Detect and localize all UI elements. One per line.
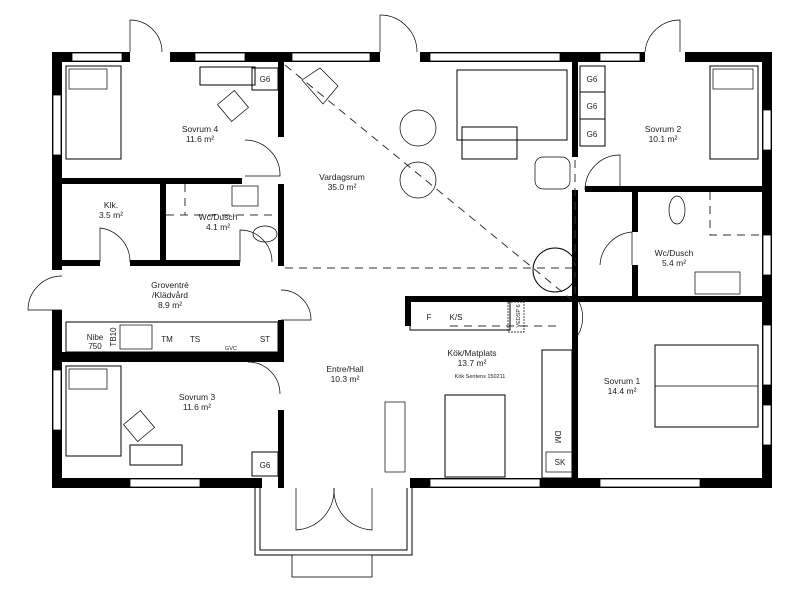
room-labels: Sovrum 4 11.6 m² Vardagsrum 35.0 m² Sovr… [99,124,694,412]
fixture-ts: TS [190,335,200,344]
room-area: 11.6 m² [183,402,211,412]
fixture-g6: G6 [587,130,598,139]
furniture [65,65,759,479]
room-area: 13.7 m² [458,358,487,368]
fixture-ks: K/S [450,313,463,322]
kitchen-note: Kök Sentens 150211 [455,374,506,380]
fixture-nibe-model: 750 [88,342,102,351]
zone-lines [166,64,762,327]
room-name: Klk. [104,200,118,210]
room-name: Wc/Dusch [199,212,238,222]
exterior-walls [52,52,772,488]
room-name: Sovrum 1 [604,376,641,386]
room-name: Kök/Matplats [447,348,496,358]
room-name: Sovrum 3 [179,392,216,402]
fixture-nibe: Nibe [87,333,104,342]
bay-window [254,488,413,578]
doors [27,14,681,531]
fixture-st: ST [260,335,270,344]
fixture-tm: TM [161,335,173,344]
fixture-gvc: GVC [225,346,237,352]
windows [52,52,772,488]
fixture-f: F [427,313,432,322]
room-area: 35.0 m² [328,182,357,192]
fixture-dm: DM [553,431,562,444]
room-name: Sovrum 2 [645,124,682,134]
room-area: 8.9 m² [158,300,182,310]
room-area: 10.1 m² [649,134,678,144]
room-name: Entre/Hall [326,364,363,374]
room-name-line2: /Klädvård [152,290,188,300]
fixture-g6: G6 [587,75,598,84]
room-area: 4.1 m² [206,222,230,232]
room-name: Sovrum 4 [182,124,219,134]
room-name: Wc/Dusch [655,248,694,258]
room-name: Vardagsrum [319,172,365,182]
fixture-tb10: TB10 [109,327,118,347]
fixture-g6: G6 [260,75,271,84]
fixtures: G6 G6 G6 G6 G6 Nibe 750 TB10 TM TS GVC S… [87,65,606,477]
fixture-g6: G6 [587,102,598,111]
room-area: 3.5 m² [99,210,123,220]
room-area: 10.3 m² [331,374,360,384]
room-area: 11.6 m² [186,134,214,144]
fixture-vedsp: VEDSP 6 [516,304,522,327]
room-area: 5.4 m² [662,258,686,268]
fixture-g6: G6 [260,461,271,470]
room-name: Groventré [151,280,189,290]
room-area: 14.4 m² [608,386,637,396]
fixture-sk: SK [555,458,566,467]
